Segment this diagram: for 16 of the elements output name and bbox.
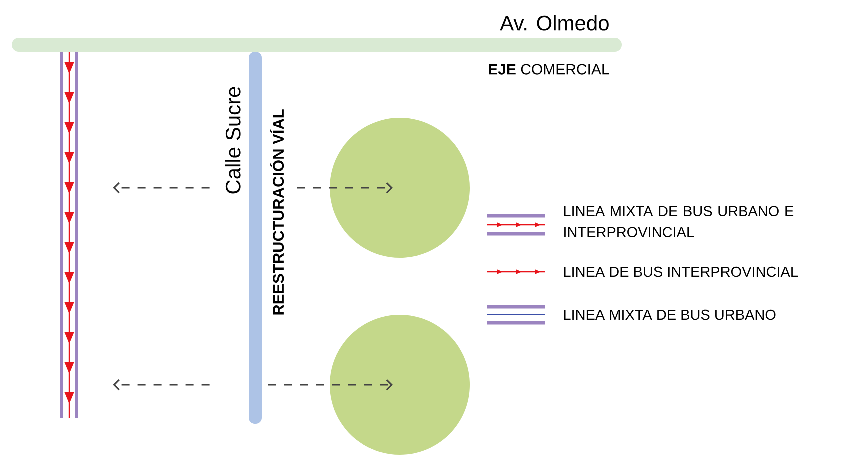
legend-text: LINEA MIXTA DE BUS URBANO	[564, 310, 776, 320]
dashed-arrow	[113, 182, 210, 194]
dashed-arrow	[113, 379, 210, 391]
street-bar: Calle Sucre	[225, 52, 262, 424]
legend-text: LINEA DE BUS INTERPROVINCIAL	[564, 266, 798, 278]
bus-line-drawing	[60, 52, 78, 418]
legend-text: LINEA MIXTA DE BUS URBANO E INTERPROVINCIAL	[564, 206, 794, 238]
road-bar: Av. Olmedo	[12, 15, 622, 52]
dashed-arrow	[297, 182, 393, 194]
park-circle	[330, 118, 470, 258]
zone-label: EJE COMERCIAL	[489, 64, 610, 75]
node-label: Av. Olmedo	[500, 15, 609, 31]
park-circle	[330, 315, 470, 455]
dashed-arrow	[268, 379, 393, 391]
node-label: Calle Sucre	[225, 87, 241, 194]
street-caption: REESTRUCTURACIÓN VÍAL	[270, 110, 284, 315]
